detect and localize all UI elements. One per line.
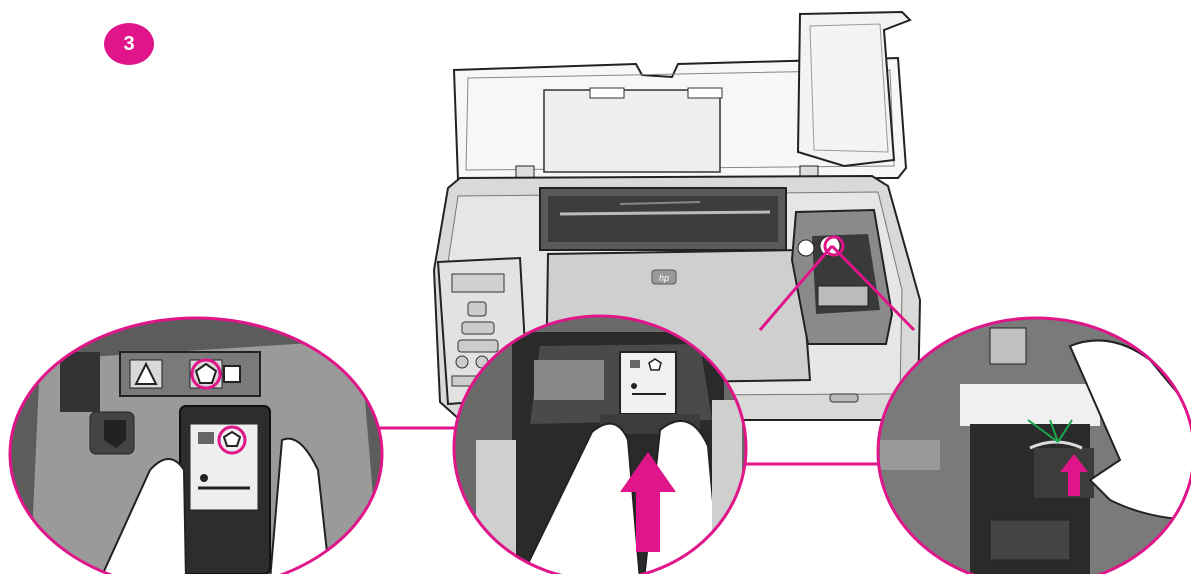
callout-left xyxy=(8,316,384,574)
triangle-icon xyxy=(134,361,158,385)
printer: hp xyxy=(432,10,922,421)
step-number-badge: 3 xyxy=(104,23,154,65)
callout-connectors xyxy=(376,244,916,466)
guide-lines xyxy=(1027,419,1073,443)
hp-logo-text: hp xyxy=(659,273,669,283)
highlight-cartridge-slot xyxy=(823,235,845,257)
panel-button[interactable] xyxy=(461,321,495,335)
highlight-pentagon-slot xyxy=(190,358,222,390)
panel-button[interactable] xyxy=(457,339,499,353)
ink-cartridge xyxy=(619,351,677,415)
pentagon-icon xyxy=(194,362,218,384)
lcd-screen xyxy=(451,273,505,293)
callout-middle xyxy=(452,314,748,574)
arrow-up-icon xyxy=(620,452,676,552)
step-number: 3 xyxy=(123,32,135,55)
pentagon-icon xyxy=(648,358,662,371)
square-icon xyxy=(223,365,241,383)
lid-window xyxy=(543,89,721,173)
panel-button[interactable] xyxy=(455,355,469,369)
arrow-up-icon xyxy=(1060,454,1088,496)
highlight-pentagon-cartridge xyxy=(217,425,247,455)
panel-button[interactable] xyxy=(467,301,487,317)
callout-right xyxy=(876,316,1191,574)
